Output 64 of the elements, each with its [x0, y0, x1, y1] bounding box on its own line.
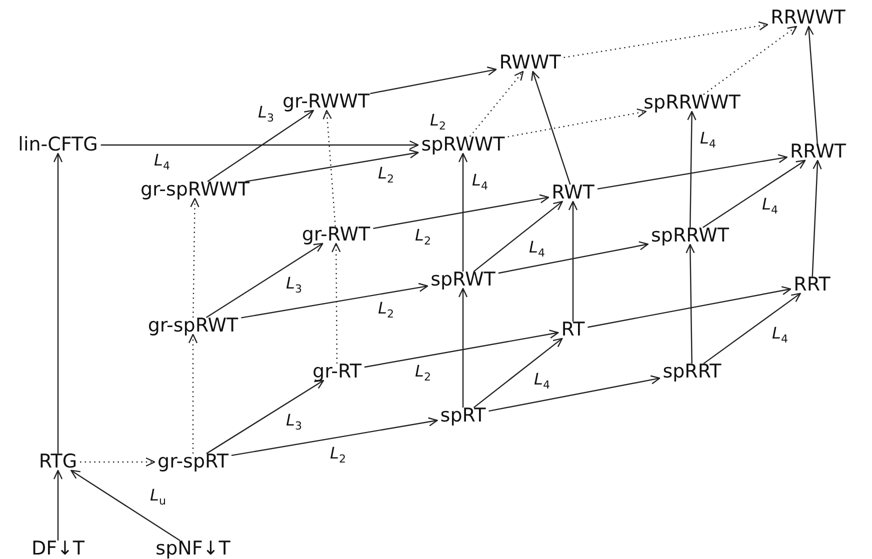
class-label: spNF↓T: [154, 538, 232, 559]
edge-label: L$_{u}$: [149, 486, 167, 508]
dotted-arrow: [188, 334, 198, 454]
arrow: [687, 110, 696, 228]
class-label: RT: [560, 320, 586, 340]
arrow: [473, 338, 563, 408]
dotted-arrow: [190, 198, 200, 318]
dotted-arrow: [508, 108, 647, 138]
dotted-arrow: [703, 26, 798, 96]
class-label: RRT: [792, 274, 832, 296]
arrow: [206, 242, 324, 318]
edge-label: L$_{3}$: [285, 411, 303, 433]
arrow: [488, 375, 660, 412]
arrow: [100, 140, 419, 150]
class-label: RTG: [38, 452, 78, 472]
arrow: [207, 110, 314, 182]
dotted-arrow: [332, 242, 341, 364]
arrow: [53, 152, 63, 454]
class-label: spRRT: [662, 362, 722, 382]
class-label: spRWWT: [420, 134, 506, 156]
arrow: [812, 160, 822, 277]
dotted-arrow: [322, 110, 336, 227]
arrow: [231, 417, 438, 456]
class-label: gr-RWT: [300, 224, 372, 246]
arrow: [53, 470, 63, 541]
class-label: RWWT: [498, 52, 562, 74]
class-label: RWT: [550, 182, 596, 204]
arrow: [241, 282, 428, 318]
dotted-arrow: [564, 21, 768, 58]
arrow: [686, 244, 695, 364]
arrow: [245, 149, 419, 182]
class-label: gr-spRT: [156, 452, 230, 472]
arrow: [458, 288, 468, 408]
class-label: gr-RT: [312, 362, 362, 382]
arrow: [70, 470, 180, 542]
class-label: spRRWWT: [642, 92, 742, 114]
class-label: gr-spRWT: [146, 316, 240, 336]
arrow: [498, 241, 649, 274]
arrow: [206, 380, 324, 454]
arrow: [373, 194, 550, 229]
class-label: DF↓T: [30, 538, 86, 559]
arrow: [588, 286, 792, 328]
arrow: [597, 154, 788, 190]
class-label: spRRWT: [650, 226, 730, 246]
arrow: [458, 152, 468, 272]
arrow: [804, 26, 818, 144]
dotted-arrow: [80, 457, 156, 467]
arrow: [370, 66, 497, 94]
class-label: spRWT: [430, 270, 496, 290]
class-label: lin-CFTG: [17, 134, 99, 156]
arrow: [364, 330, 559, 368]
arrow: [703, 292, 801, 364]
class-label: spRT: [439, 406, 487, 426]
edge-label: L$_{3}$: [257, 103, 275, 125]
arrow: [531, 70, 571, 185]
arrow: [702, 160, 806, 228]
class-label: RRWT: [788, 142, 848, 162]
class-label: RRWWT: [770, 8, 846, 28]
dotted-arrow: [469, 70, 524, 137]
class-label: gr-RWWT: [281, 92, 371, 112]
arrow: [568, 200, 578, 322]
class-label: gr-spRWWT: [139, 180, 251, 200]
edge-label: L$_{3}$: [285, 274, 303, 296]
arrow: [473, 200, 563, 272]
